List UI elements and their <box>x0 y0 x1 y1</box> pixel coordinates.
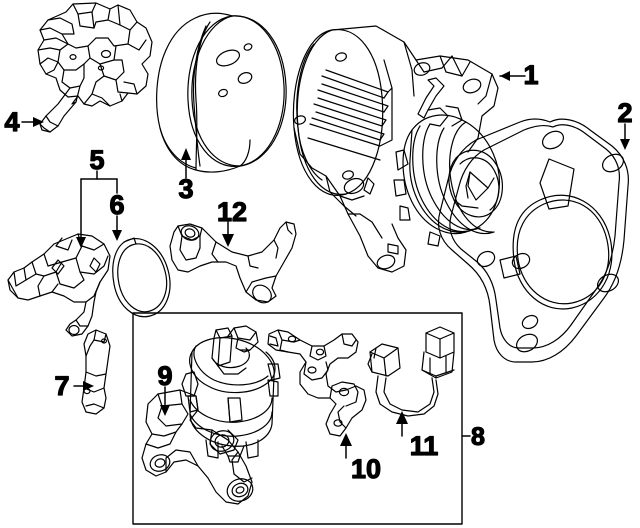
part-water-pump-assembly <box>292 25 503 273</box>
part-auxiliary-water-pump <box>181 325 281 463</box>
part-thermostat-o-ring-seal <box>112 237 171 318</box>
part-water-pump-pulley <box>156 12 287 173</box>
part-mounting-bracket-strap <box>267 329 367 437</box>
part-thermostat-housing <box>7 233 111 337</box>
callout-label-3: 3 <box>178 174 193 204</box>
part-radiator-coolant-hose <box>169 221 297 304</box>
callout-label-7: 7 <box>54 371 69 401</box>
callout-label-11: 11 <box>410 431 439 461</box>
callout-label-5: 5 <box>89 145 104 175</box>
callout-label-2: 2 <box>617 98 632 128</box>
callout-label-1: 1 <box>523 60 538 90</box>
callout-label-9: 9 <box>157 361 172 391</box>
part-wiring-harness-connector <box>367 326 455 417</box>
group-box-auxiliary-pump <box>132 312 463 525</box>
part-pump-mounting-bracket <box>141 389 254 505</box>
part-water-pump-gasket <box>437 118 629 363</box>
part-short-coolant-hose <box>81 329 111 415</box>
callout-label-10: 10 <box>351 454 381 484</box>
callout-label-6: 6 <box>109 190 124 220</box>
callout-label-8: 8 <box>471 423 485 451</box>
callout-leaders <box>21 71 630 459</box>
callout-label-4: 4 <box>4 107 19 137</box>
part-water-pump-housing-inlet <box>37 2 153 133</box>
callout-label-12: 12 <box>217 197 247 227</box>
